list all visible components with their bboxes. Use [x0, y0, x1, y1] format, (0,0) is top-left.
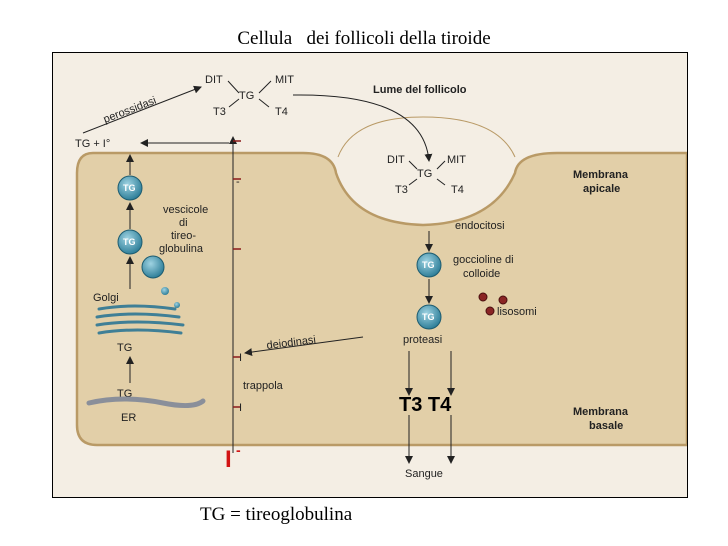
dit-label-top: DIT [205, 74, 223, 86]
deiodinasi-label: deiodinasi [266, 334, 317, 352]
vescicole-label-3: tireo- [171, 230, 196, 242]
t3-label-lumen: T3 [395, 184, 408, 196]
vesicle-free [141, 255, 165, 279]
tg-plus-i-label: TG + I° [75, 138, 110, 150]
golgi-apparatus [95, 304, 185, 335]
iodide-markers [233, 140, 241, 408]
tg-label-top: TG [239, 90, 254, 102]
proteolysis-vesicle-label: TG [422, 312, 435, 322]
t3-t4-label: T3 T4 [399, 394, 452, 416]
deiodinasi-arrow [244, 336, 364, 357]
iodide-ion: I [225, 446, 232, 473]
lysosome-2 [498, 295, 508, 305]
bonds-top [227, 80, 272, 108]
lisosomi-label: lisosomi [497, 306, 537, 318]
thyroid-cell-diagram: DIT MIT TG T3 T4 perossidasi Lume del fo… [75, 74, 687, 480]
arrow-to-lumen [292, 94, 433, 162]
sangue-label: Sangue [405, 468, 443, 480]
membrana-basale-2: basale [589, 420, 623, 432]
vesicle-middle [117, 229, 143, 255]
proteolysis-vesicle [416, 304, 442, 330]
iodide-charge: - [236, 442, 241, 458]
goccioline-label-2: colloide [463, 268, 500, 280]
membrana-basale-1: Membrana [573, 406, 629, 418]
goccioline-label-1: goccioline di [453, 254, 514, 266]
mit-label-top: MIT [275, 74, 294, 86]
proteasi-label: proteasi [403, 334, 442, 346]
vescicole-label-4: globulina [159, 243, 204, 255]
tg-label-lumen: TG [417, 168, 432, 180]
vesicle-top [117, 175, 143, 201]
vesicle-small-1 [161, 287, 169, 295]
follicular-cell [75, 151, 687, 447]
tg-label-golgi: TG [117, 342, 132, 354]
vescicole-label-2: di [179, 217, 188, 229]
t3-label-top: T3 [213, 106, 226, 118]
small-i-2: - [236, 176, 240, 188]
t4-label-top: T4 [275, 106, 288, 118]
lume-label: Lume del follicolo [373, 84, 467, 96]
lysosome-3 [485, 306, 495, 316]
trappola-label: trappola [243, 380, 284, 392]
perossidasi-label: perossidasi [102, 95, 158, 126]
vescicole-label-1: vescicole [163, 204, 208, 216]
vesicle-top-label: TG [123, 183, 136, 193]
golgi-label: Golgi [93, 292, 119, 304]
colloid-droplet-label: TG [422, 260, 435, 270]
deiodinasi-small-i: I [239, 352, 242, 364]
trappola-small-i: I [239, 402, 242, 414]
vesicle-small-2 [174, 302, 180, 308]
t4-label-lumen: T4 [451, 184, 464, 196]
bonds-lumen [408, 160, 446, 186]
page-title: Cellula dei follicoli della tiroide [237, 28, 491, 49]
follicle-lumen [337, 116, 516, 158]
er-membrane [86, 396, 206, 409]
dit-label-lumen: DIT [387, 154, 405, 166]
membrana-apicale-1: Membrana [573, 169, 629, 181]
caption: TG = tireoglobulina [200, 504, 353, 525]
colloid-droplet [416, 252, 442, 278]
endocitosi-label: endocitosi [455, 220, 505, 232]
mit-label-lumen: MIT [447, 154, 466, 166]
vesicle-middle-label: TG [123, 237, 136, 247]
perossidasi-arrow [82, 85, 202, 134]
diagram-frame: DIT MIT TG T3 T4 perossidasi Lume del fo… [52, 52, 688, 498]
er-label: ER [121, 412, 136, 424]
lysosome-1 [478, 292, 488, 302]
membrana-apicale-2: apicale [583, 183, 620, 195]
